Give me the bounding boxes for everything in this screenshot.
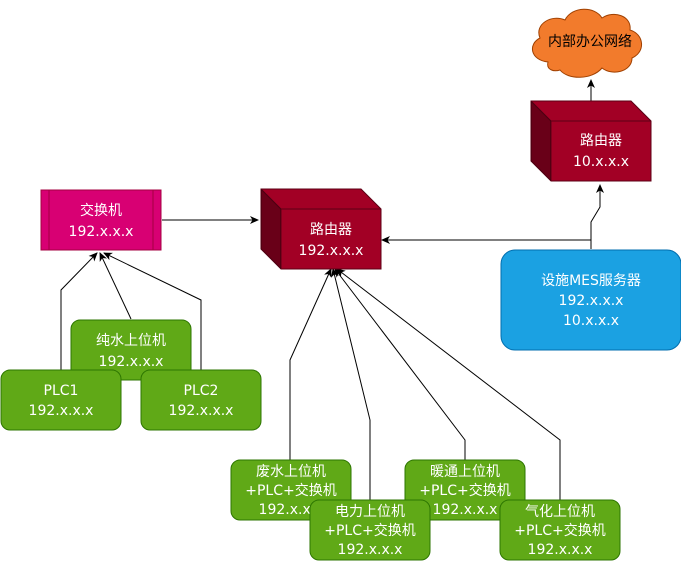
switch-name: 交换机: [80, 202, 122, 219]
hvac-host[interactable]: 暖通上位机 +PLC+交换机 192.x.x.x: [404, 459, 526, 521]
gas-name: 气化上位机: [525, 504, 595, 520]
office-network-cloud[interactable]: 内部办公网络: [532, 8, 642, 78]
power-ip: 192.x.x.x: [338, 542, 403, 558]
cloud-icon: [532, 8, 642, 78]
edge-gas-router: [336, 268, 561, 500]
waste-water-sub: +PLC+交换机: [245, 482, 336, 499]
mes-server[interactable]: 设施MES服务器 192.x.x.x 10.x.x.x: [500, 249, 681, 351]
power-name: 电力上位机: [335, 504, 405, 520]
plc2-name: PLC2: [184, 383, 219, 399]
router-top-name: 路由器: [580, 133, 622, 149]
plc2-ip: 192.x.x.x: [169, 403, 234, 419]
server-name: 设施MES服务器: [541, 273, 641, 289]
gas-ip: 192.x.x.x: [528, 542, 593, 558]
router-main-name: 路由器: [310, 222, 352, 238]
hvac-name: 暖通上位机: [430, 464, 500, 480]
edge-power-router: [331, 268, 371, 500]
plc2[interactable]: PLC2 192.x.x.x: [140, 369, 262, 431]
edge-plc1-switch: [60, 252, 98, 370]
router-top[interactable]: 路由器 10.x.x.x: [530, 100, 652, 182]
waste-water-name: 废水上位机: [256, 464, 326, 480]
power-sub: +PLC+交换机: [324, 522, 415, 539]
hvac-ip: 192.x.x.x: [433, 502, 498, 518]
pure-water-ip: 192.x.x.x: [99, 354, 164, 370]
router-main[interactable]: 路由器 192.x.x.x: [260, 188, 382, 270]
gas-host[interactable]: 气化上位机 +PLC+交换机 192.x.x.x: [499, 499, 621, 561]
edge-hvac-router: [334, 268, 466, 460]
edge-server-router-mid: [381, 236, 592, 249]
waste-water-ip: 192.x.x.x: [259, 502, 324, 518]
plc1[interactable]: PLC1 192.x.x.x: [0, 369, 122, 431]
plc1-name: PLC1: [44, 383, 79, 399]
edge-server-router-top: [590, 184, 604, 249]
hvac-sub: +PLC+交换机: [419, 482, 510, 499]
plc1-ip: 192.x.x.x: [29, 403, 94, 419]
router-top-ip: 10.x.x.x: [573, 154, 629, 170]
power-host[interactable]: 电力上位机 +PLC+交换机 192.x.x.x: [309, 499, 431, 561]
edge-pure-water-switch: [99, 252, 132, 320]
edge-waste-router: [289, 268, 332, 460]
server-ip2: 10.x.x.x: [563, 313, 619, 329]
switch-ip: 192.x.x.x: [69, 224, 134, 240]
connectors: [60, 79, 604, 500]
switch[interactable]: 交换机 192.x.x.x: [40, 189, 162, 251]
gas-sub: +PLC+交换机: [514, 522, 605, 539]
edge-plc2-switch: [103, 252, 202, 370]
server-ip1: 192.x.x.x: [559, 293, 624, 309]
cloud-label: 内部办公网络: [548, 34, 632, 50]
pure-water-host[interactable]: 纯水上位机 192.x.x.x: [70, 319, 192, 381]
router-main-ip: 192.x.x.x: [299, 243, 364, 259]
pure-water-name: 纯水上位机: [96, 333, 166, 349]
